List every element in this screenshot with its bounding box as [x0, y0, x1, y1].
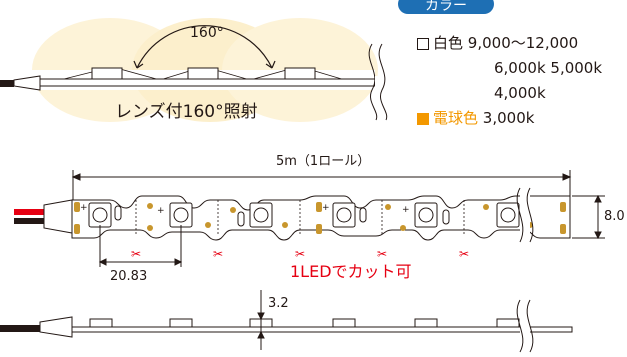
checkbox-icon [417, 37, 429, 50]
led-chips [88, 202, 520, 228]
lens-caption: レンズ付160°照射 [115, 102, 258, 122]
solder-pads [74, 202, 566, 234]
pitch-dimension [98, 225, 183, 267]
angle-arc [133, 25, 276, 69]
polarity-marks: + + + + [80, 203, 410, 216]
white-value-2: 6,000k 5,000k [494, 59, 603, 77]
warm-value: 3,000k [482, 109, 535, 127]
scissors-icons: ✂ ✂ ✂ ✂ ✂ [131, 247, 469, 261]
orange-square-icon [417, 112, 429, 125]
cut-note: 1LEDでカット可 [290, 262, 412, 281]
length-label: 5m（1ロール） [276, 154, 371, 169]
svg-text:✂: ✂ [213, 247, 223, 261]
svg-text:✂: ✂ [459, 247, 469, 261]
angle-label: 160° [190, 25, 224, 41]
svg-text:+: + [157, 206, 165, 216]
color-badge: カラー [398, 0, 494, 14]
white-value-3: 4,000k [494, 84, 546, 102]
svg-text:✂: ✂ [377, 247, 387, 261]
top-strip [0, 43, 388, 121]
svg-text:+: + [80, 203, 88, 213]
white-label: 白色 [433, 34, 464, 52]
pitch-label: 20.83 [110, 269, 148, 284]
thickness-dimension [257, 290, 265, 350]
resistors [114, 205, 450, 227]
cut-lines [135, 200, 465, 236]
thickness-label: 3.2 [268, 296, 289, 311]
white-value-1: 9,000〜12,000 [467, 34, 579, 52]
svg-text:+: + [322, 203, 330, 213]
mid-break [516, 187, 534, 243]
svg-text:✂: ✂ [131, 247, 141, 261]
length-dimension [71, 170, 572, 205]
height-label: 8.0 [604, 209, 625, 224]
warm-label: 電球色 [433, 109, 479, 127]
height-dimension [572, 194, 605, 240]
power-wires [14, 199, 73, 234]
warm-color-row: 電球色 3,000k [417, 111, 534, 126]
svg-text:✂: ✂ [295, 247, 305, 261]
white-color-row: 白色 9,000〜12,000 [417, 36, 578, 51]
svg-text:+: + [402, 205, 410, 215]
